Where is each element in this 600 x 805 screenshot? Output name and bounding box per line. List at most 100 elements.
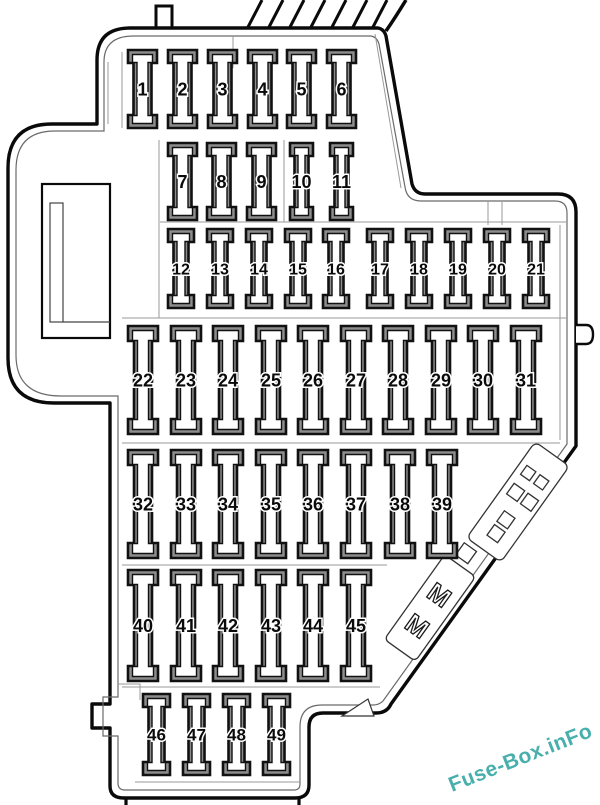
fuse-body-inner <box>210 232 230 305</box>
fuse-number: 42 <box>218 616 238 636</box>
fuse-body-inner <box>526 232 546 305</box>
fuse-13: 13 <box>205 227 235 310</box>
fuse-number: 20 <box>488 261 506 278</box>
fuse-number: 1 <box>137 79 147 99</box>
fuse-number: 37 <box>346 494 366 514</box>
fuse-number: 25 <box>261 370 281 390</box>
fuse-number: 15 <box>289 261 307 278</box>
fuse-body-inner <box>344 573 368 678</box>
fuse-number: 48 <box>227 726 246 745</box>
fuse-29: 29 <box>424 324 458 436</box>
fuse-24: 24 <box>211 324 245 436</box>
fuse-body-inner <box>171 53 194 125</box>
fuse-number: 24 <box>218 370 238 390</box>
fuse-body-inner <box>210 146 233 217</box>
fuse-body-inner <box>259 573 283 678</box>
fuse-number: 10 <box>291 172 311 192</box>
fuse-23: 23 <box>169 324 203 436</box>
fuse-number: 27 <box>346 370 366 390</box>
fuse-number: 45 <box>346 616 366 636</box>
fuse-46: 46 <box>141 692 172 777</box>
connector-strip-m: M M <box>385 541 478 661</box>
fuse-number: 39 <box>432 494 452 514</box>
fuse-number: 5 <box>296 79 306 99</box>
fuse-49: 49 <box>261 692 292 777</box>
bottom-stubs <box>124 799 301 805</box>
fuse-11: 11 <box>328 141 355 222</box>
fuse-body-inner <box>330 53 353 125</box>
fuse-body-inner <box>216 573 240 678</box>
wire-harness <box>245 0 408 32</box>
fuse-19: 19 <box>443 227 473 310</box>
fuse-number: 43 <box>261 616 281 636</box>
fuse-body-inner <box>146 697 167 772</box>
fuse-body-inner <box>171 146 194 217</box>
fuse-number: 30 <box>473 370 493 390</box>
fuse-number: 9 <box>256 172 266 192</box>
fuse-number: 7 <box>177 172 187 192</box>
fuse-40: 40 <box>126 568 160 683</box>
fuse-body-inner <box>333 146 350 217</box>
fuse-6: 6 <box>325 48 358 130</box>
fuse-number: 8 <box>216 172 226 192</box>
fuse-37: 37 <box>339 448 373 560</box>
fuse-number: 23 <box>176 370 196 390</box>
fuse-body-inner <box>249 232 269 305</box>
fuse-27: 27 <box>339 324 373 436</box>
diagonal-inner-line <box>374 33 402 189</box>
fuse-body-inner <box>216 453 240 555</box>
fuse-number: 17 <box>371 261 389 278</box>
fuse-3: 3 <box>206 48 239 130</box>
fuse-body-inner <box>301 573 325 678</box>
fuse-number: 11 <box>332 172 351 192</box>
fuse-number: 47 <box>187 726 206 745</box>
fuse-body-inner <box>186 697 207 772</box>
fuse-17: 17 <box>365 227 395 310</box>
fuse-number: 21 <box>527 261 545 278</box>
fuse-20: 20 <box>482 227 512 310</box>
fuse-body-inner <box>131 329 155 431</box>
fuse-number: 35 <box>261 494 281 514</box>
fuse-number: 38 <box>390 494 410 514</box>
fuse-body-inner <box>216 329 240 431</box>
fuse-33: 33 <box>169 448 203 560</box>
fuse-body-inner <box>211 53 234 125</box>
fuse-36: 36 <box>296 448 330 560</box>
fuse-43: 43 <box>254 568 288 683</box>
fuse-39: 39 <box>425 448 459 560</box>
fuse-number: 49 <box>267 726 286 745</box>
fuse-30: 30 <box>466 324 500 436</box>
fuse-body-inner <box>326 232 346 305</box>
fuse-body-inner <box>487 232 507 305</box>
fuse-body-inner <box>344 329 368 431</box>
fuse-number: 13 <box>211 261 229 278</box>
fuse-number: 3 <box>217 79 227 99</box>
fuse-28: 28 <box>381 324 415 436</box>
fuse-body-inner <box>250 146 273 217</box>
fuse-number: 44 <box>303 616 323 636</box>
fuse-number: 22 <box>133 370 153 390</box>
fuse-18: 18 <box>404 227 434 310</box>
fuse-2: 2 <box>166 48 199 130</box>
fuse-44: 44 <box>296 568 330 683</box>
fuse-number: 18 <box>410 261 428 278</box>
fuse-body-inner <box>174 329 198 431</box>
fuse-7: 7 <box>166 141 199 222</box>
fuse-number: 36 <box>303 494 323 514</box>
fuse-body-inner <box>251 53 274 125</box>
fuse-number: 33 <box>176 494 196 514</box>
fuse-number: 46 <box>147 726 166 745</box>
molded-arrow <box>339 698 375 717</box>
fuse-1: 1 <box>126 48 159 130</box>
fuse-body-inner <box>409 232 429 305</box>
connector-strip-squares <box>468 443 568 561</box>
fuse-body-inner <box>290 53 313 125</box>
fuse-number: 32 <box>133 494 153 514</box>
fuse-body-inner <box>226 697 247 772</box>
fuse-body-inner <box>301 329 325 431</box>
panel-inner-outline <box>15 35 568 791</box>
fuse-26: 26 <box>296 324 330 436</box>
fuse-body-inner <box>430 453 454 555</box>
